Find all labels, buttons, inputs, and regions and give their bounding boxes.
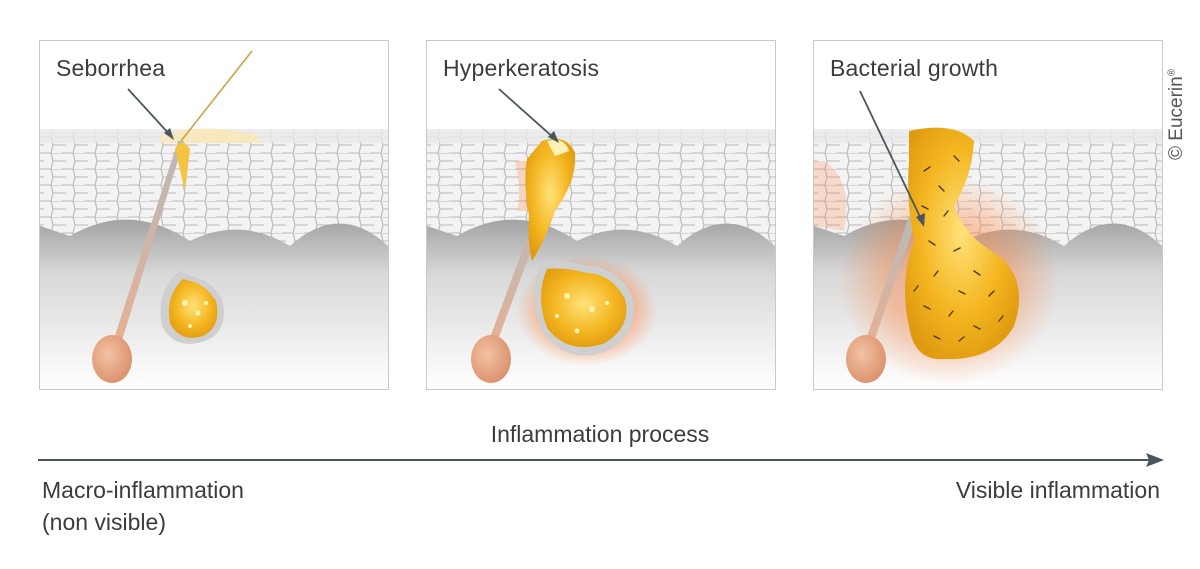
panel-seborrhea: Seborrhea bbox=[39, 40, 389, 390]
panel-hyperkeratosis: Hyperkeratosis bbox=[426, 40, 776, 390]
panel-label-seborrhea: Seborrhea bbox=[56, 55, 166, 81]
process-label: Inflammation process bbox=[490, 421, 710, 447]
process-arrow bbox=[38, 453, 1164, 467]
caption-visible-inflammation: Visible inflammation bbox=[955, 477, 1160, 503]
copyright-notice: © Eucerin® bbox=[1166, 68, 1187, 160]
bacterial-growth-illustration bbox=[814, 41, 1162, 389]
brand-name: Eucerin bbox=[1166, 76, 1187, 141]
seborrhea-illustration bbox=[40, 41, 388, 389]
hyperkeratosis-illustration bbox=[427, 41, 775, 389]
panel-label-bacterial-growth: Bacterial growth bbox=[830, 55, 999, 81]
caption-macro-inflammation: Macro-inflammation (non visible) bbox=[42, 477, 244, 535]
panel-label-hyperkeratosis: Hyperkeratosis bbox=[443, 55, 600, 81]
panel-bacterial-growth: Bacterial growth bbox=[813, 40, 1163, 390]
